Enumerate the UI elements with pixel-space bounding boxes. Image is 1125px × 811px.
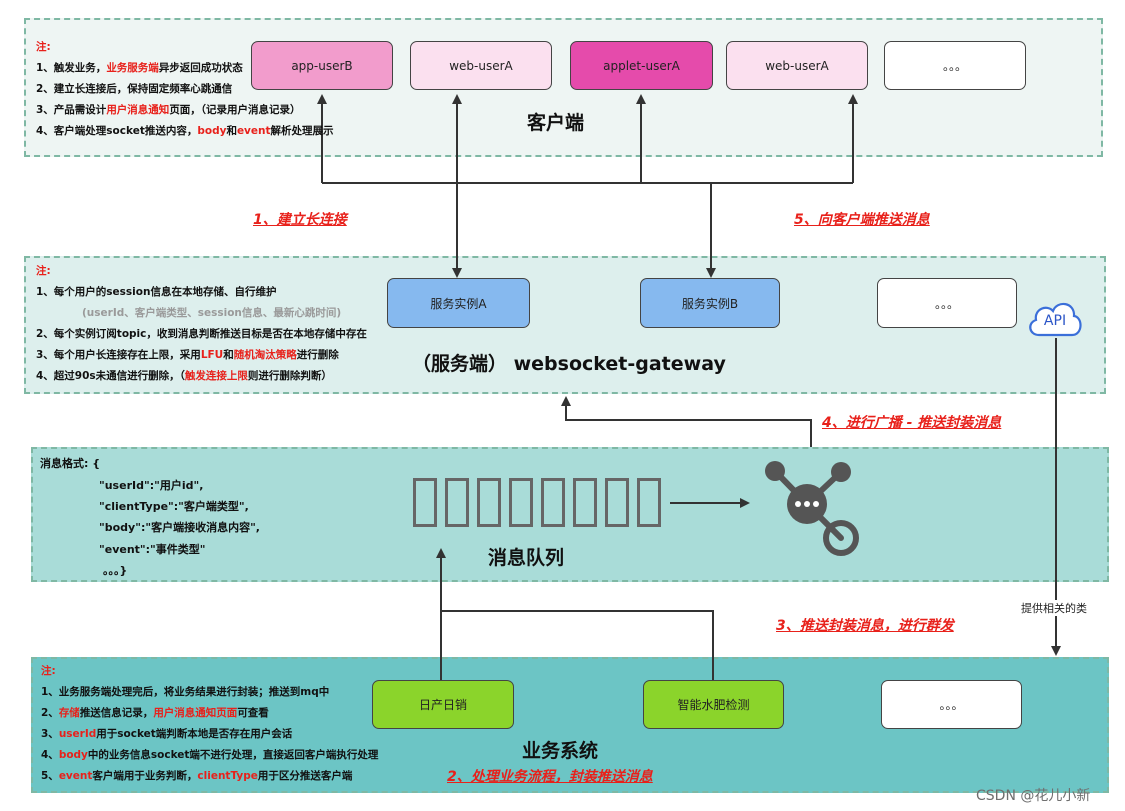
arrow-broadcast — [561, 396, 812, 447]
biz-note-5: 5、event客户端用于业务判断，clientType用于区分推送客户端 — [41, 770, 353, 782]
biz-note-2: 2、存储推送信息记录，用户消息通知页面可查看 — [41, 707, 269, 719]
biz-node-more: 。。。 — [881, 680, 1022, 729]
line-biz-join — [441, 610, 714, 680]
gateway-zone-title: （服务端） websocket-gateway — [412, 353, 726, 375]
mq-format-line-2: "clientType":"客户端类型", — [99, 500, 249, 513]
queue-cell — [637, 478, 661, 527]
client-note-1: 1、触发业务，业务服务端异步返回成功状态 — [36, 62, 243, 74]
client-note-2: 2、建立长连接后，保持固定频率心跳通信 — [36, 83, 233, 95]
client-zone-title: 客户端 — [527, 112, 585, 134]
queue-cell — [541, 478, 565, 527]
biz-node-daily-sales: 日产日销 — [372, 680, 514, 729]
mq-format-line-0: 消息格式: { — [40, 457, 101, 470]
mq-format-line-3: "body":"客户端接收消息内容", — [99, 521, 260, 534]
client-node-web-userA-2: web-userA — [726, 41, 868, 90]
queue-cell — [413, 478, 437, 527]
queue-cell — [605, 478, 629, 527]
gateway-notes: 注: 1、每个用户的session信息在本地存储、自行维护 (userId、客户… — [36, 261, 367, 387]
queue-cell — [445, 478, 469, 527]
step-3-label: 3、推送封装消息，进行群发 — [776, 618, 954, 634]
api-cloud-icon — [1029, 302, 1082, 337]
message-hub-icon — [765, 461, 859, 556]
biz-note-3: 3、userId用于socket端判断本地是否存在用户会话 — [41, 728, 293, 740]
gateway-node-instance-a: 服务实例A — [387, 278, 530, 328]
queue-cell — [573, 478, 597, 527]
gateway-note-4: 4、超过90s未通信进行删除，（触发连接上限则进行删除判断） — [36, 370, 332, 382]
client-note-4: 4、客户端处理socket推送内容，body和event解析处理展示 — [36, 125, 334, 137]
queue-cell — [509, 478, 533, 527]
client-node-web-userA-1: web-userA — [410, 41, 552, 90]
gateway-node-instance-b: 服务实例B — [640, 278, 780, 328]
client-notes: 注: 1、触发业务，业务服务端异步返回成功状态 2、建立长连接后，保持固定频率心… — [36, 37, 334, 142]
gateway-note-1-sub: (userId、客户端类型、session信息、最新心跳时间) — [82, 307, 342, 319]
biz-notes: 注: 1、业务服务端处理完后，将业务结果进行封装；推送到mq中 2、存储推送信息… — [41, 661, 378, 787]
gateway-note-2: 2、每个实例订阅topic，收到消息判断推送目标是否在本地存储中存在 — [36, 328, 367, 340]
client-node-app-userB: app-userB — [251, 41, 393, 90]
side-label-provide-classes: 提供相关的类 — [1020, 600, 1088, 616]
gateway-note-1: 1、每个用户的session信息在本地存储、自行维护 — [36, 286, 277, 298]
biz-note-4: 4、body中的业务信息socket端不进行处理，直接返回客户端执行处理 — [41, 749, 379, 761]
mq-zone — [31, 447, 1109, 582]
mq-zone-title: 消息队列 — [488, 547, 565, 569]
gateway-note-header: 注: — [36, 265, 51, 277]
mq-format-line-4: "event":"事件类型" — [99, 543, 206, 556]
biz-note-header: 注: — [41, 665, 56, 677]
biz-node-smart-irrigation: 智能水肥检测 — [643, 680, 784, 729]
biz-note-1: 1、业务服务端处理完后，将业务结果进行封装；推送到mq中 — [41, 686, 330, 698]
mq-format-line-5: 。。。} — [103, 564, 128, 577]
biz-zone-title: 业务系统 — [522, 740, 599, 762]
client-note-header: 注: — [36, 41, 51, 53]
step-4-label: 4、进行广播 - 推送封装消息 — [822, 415, 1002, 431]
gateway-note-3: 3、每个用户长连接存在上限，采用LFU和随机淘汰策略进行删除 — [36, 349, 339, 361]
step-2-label: 2、处理业务流程，封装推送消息 — [447, 769, 653, 785]
step-5-label: 5、向客户端推送消息 — [794, 212, 930, 228]
gateway-node-more: 。。。 — [877, 278, 1017, 328]
watermark: CSDN @花儿小新 — [976, 788, 1091, 804]
api-label: API — [1043, 313, 1067, 329]
mq-format-line-1: "userId":"用户id", — [99, 479, 204, 492]
client-node-applet-userA: applet-userA — [570, 41, 713, 90]
step-1-label: 1、建立长连接 — [253, 212, 347, 228]
client-node-more: 。。。 — [884, 41, 1026, 90]
queue-cell — [477, 478, 501, 527]
client-note-3: 3、产品需设计用户消息通知页面，（记录用户消息记录） — [36, 104, 301, 116]
